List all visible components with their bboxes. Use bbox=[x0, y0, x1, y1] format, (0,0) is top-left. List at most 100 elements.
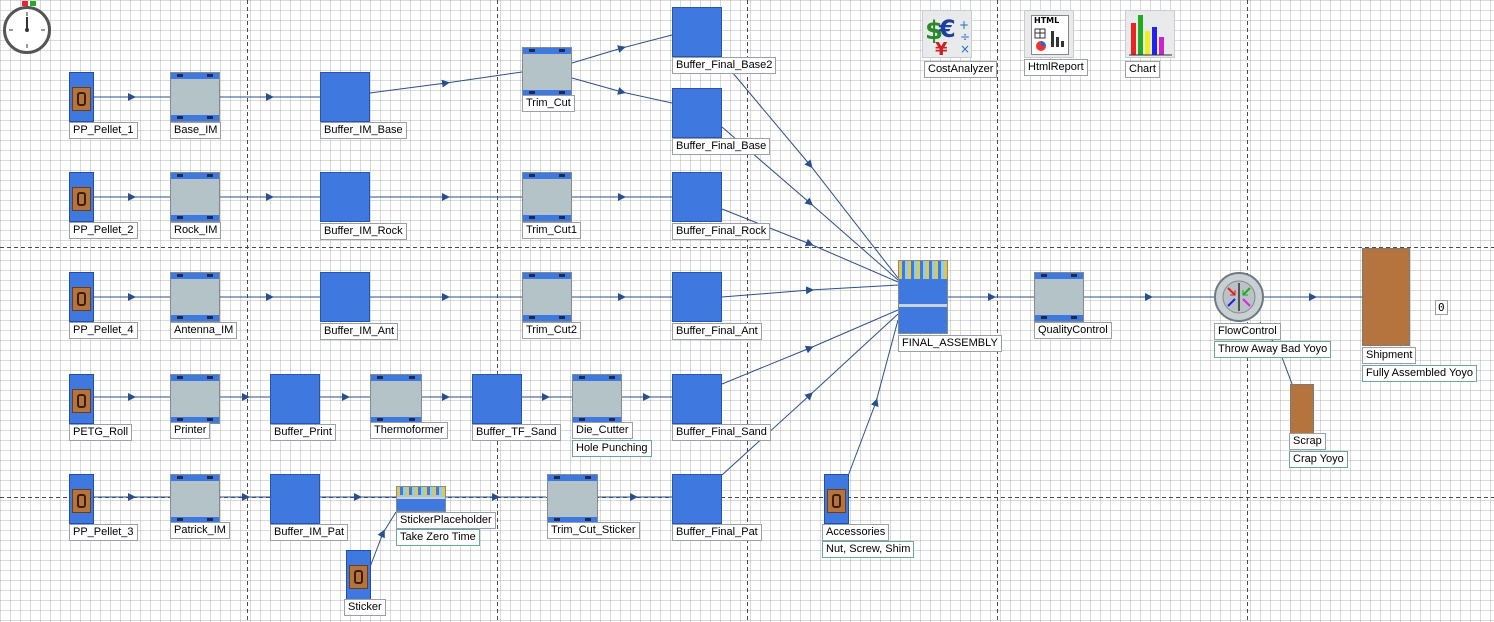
source-petg-roll[interactable] bbox=[69, 374, 94, 424]
processor-label: Trim_Cut bbox=[522, 95, 575, 112]
svg-text:+: + bbox=[959, 18, 969, 32]
svg-text:÷: ÷ bbox=[960, 30, 970, 44]
processor-label: Trim_Cut_Sticker bbox=[547, 522, 640, 539]
clock-face-icon bbox=[9, 12, 45, 48]
source-label: Accessories bbox=[822, 524, 890, 541]
sink-label: Shipment bbox=[1362, 347, 1417, 364]
queue-label: Buffer_Print bbox=[270, 424, 336, 441]
combiner-description: Take Zero Time bbox=[396, 529, 480, 546]
processor-label: Patrick_IM bbox=[170, 522, 230, 539]
processor-label: Printer bbox=[170, 422, 211, 439]
crate-icon bbox=[72, 389, 91, 413]
combiner-label: FINAL_ASSEMBLY bbox=[898, 335, 1002, 352]
source-label: PP_Pellet_4 bbox=[69, 322, 138, 339]
svg-text:€: € bbox=[938, 15, 956, 43]
clock-run-indicator-icon bbox=[22, 1, 28, 6]
processor-base-im[interactable] bbox=[170, 72, 220, 122]
source-sticker[interactable] bbox=[346, 550, 371, 600]
processor-rock-im[interactable] bbox=[170, 172, 220, 222]
source-label: PP_Pellet_1 bbox=[69, 122, 138, 139]
queue-buffer-final-rock[interactable] bbox=[672, 172, 722, 222]
queue-label: Buffer_IM_Rock bbox=[320, 223, 407, 240]
report-chart-icon bbox=[1034, 28, 1064, 51]
sink-shipment[interactable] bbox=[1362, 248, 1410, 346]
processor-label: Trim_Cut2 bbox=[522, 322, 581, 339]
flow-control-node[interactable] bbox=[1214, 272, 1264, 322]
processor-trim-cut-sticker[interactable] bbox=[547, 474, 598, 524]
chart-tool[interactable] bbox=[1125, 10, 1175, 58]
processor-trim-cut1[interactable] bbox=[522, 172, 572, 222]
svg-text:×: × bbox=[960, 42, 970, 56]
queue-label: Buffer_IM_Ant bbox=[320, 323, 399, 340]
source-pp-pellet-4[interactable] bbox=[69, 272, 94, 322]
queue-buffer-final-base2[interactable] bbox=[672, 7, 722, 57]
cost-analyzer-tool[interactable]: $ € ¥ + ÷ × bbox=[922, 10, 972, 60]
processor-quality-control[interactable] bbox=[1034, 272, 1084, 322]
source-label: Sticker bbox=[344, 599, 386, 616]
sink-scrap[interactable] bbox=[1290, 384, 1314, 434]
combiner-final-assembly[interactable] bbox=[898, 260, 948, 334]
processor-patrick-im[interactable] bbox=[170, 474, 220, 524]
source-accessories[interactable] bbox=[824, 474, 849, 524]
crate-icon bbox=[827, 489, 846, 513]
source-pp-pellet-3[interactable] bbox=[69, 474, 94, 524]
processor-label: Base_IM bbox=[170, 122, 222, 139]
processor-printer[interactable] bbox=[170, 374, 220, 424]
processor-die-cutter[interactable] bbox=[572, 374, 622, 424]
processor-label: Rock_IM bbox=[170, 222, 222, 239]
processor-label: Antenna_IM bbox=[170, 322, 238, 339]
sink-label: Scrap bbox=[1289, 433, 1326, 450]
queue-label: Buffer_IM_Pat bbox=[270, 524, 349, 541]
queue-buffer-tf-sand[interactable] bbox=[472, 374, 522, 424]
queue-label: Buffer_Final_Base bbox=[672, 138, 771, 155]
queue-buffer-final-ant[interactable] bbox=[672, 272, 722, 322]
processor-label: Thermoformer bbox=[370, 422, 448, 439]
html-icon-text: HTML bbox=[1034, 16, 1060, 25]
queue-buffer-im-rock[interactable] bbox=[320, 172, 370, 222]
queue-label: Buffer_Final_Ant bbox=[672, 323, 762, 340]
chart-label: Chart bbox=[1125, 61, 1160, 78]
crate-icon bbox=[72, 187, 91, 211]
processor-thermoformer[interactable] bbox=[370, 374, 422, 424]
crate-icon bbox=[72, 489, 91, 513]
queue-buffer-im-pat[interactable] bbox=[270, 474, 320, 524]
simulation-clock-icon[interactable] bbox=[3, 1, 51, 54]
flow-control-description: Throw Away Bad Yoyo bbox=[1214, 341, 1332, 358]
processor-label: Die_Cutter bbox=[572, 422, 633, 439]
processor-label: Trim_Cut1 bbox=[522, 222, 581, 239]
combiner-sticker-placeholder[interactable] bbox=[396, 486, 446, 512]
source-label: PETG_Roll bbox=[69, 424, 133, 441]
queue-buffer-print[interactable] bbox=[270, 374, 320, 424]
source-label: PP_Pellet_2 bbox=[69, 222, 138, 239]
html-report-tool[interactable]: HTML bbox=[1024, 10, 1074, 58]
queue-buffer-im-base[interactable] bbox=[320, 72, 370, 122]
source-description: Nut, Screw, Shim bbox=[822, 541, 915, 558]
queue-buffer-final-pat[interactable] bbox=[672, 474, 722, 524]
sink-description: Crap Yoyo bbox=[1289, 451, 1348, 468]
queue-label: Buffer_TF_Sand bbox=[472, 424, 561, 441]
processor-trim-cut2[interactable] bbox=[522, 272, 572, 322]
queue-label: Buffer_IM_Base bbox=[320, 122, 407, 139]
queue-label: Buffer_Final_Pat bbox=[672, 524, 762, 541]
crate-icon bbox=[72, 287, 91, 311]
svg-text:¥: ¥ bbox=[935, 39, 948, 57]
queue-buffer-final-sand[interactable] bbox=[672, 374, 722, 424]
source-label: PP_Pellet_3 bbox=[69, 524, 138, 541]
processor-antenna-im[interactable] bbox=[170, 272, 220, 322]
queue-label: Buffer_Final_Base2 bbox=[672, 57, 777, 74]
crate-icon bbox=[72, 87, 91, 111]
source-pp-pellet-1[interactable] bbox=[69, 72, 94, 122]
report-document-icon: HTML bbox=[1031, 15, 1069, 55]
html-report-label: HtmlReport bbox=[1024, 59, 1088, 76]
processor-label: QualityControl bbox=[1034, 322, 1112, 339]
queue-buffer-final-base[interactable] bbox=[672, 88, 722, 138]
source-pp-pellet-2[interactable] bbox=[69, 172, 94, 222]
processor-trim-cut[interactable] bbox=[522, 47, 572, 97]
combiner-label: StickerPlaceholder bbox=[396, 512, 496, 529]
queue-label: Buffer_Final_Sand bbox=[672, 424, 771, 441]
queue-buffer-im-ant[interactable] bbox=[320, 272, 370, 322]
queue-label: Buffer_Final_Rock bbox=[672, 223, 771, 240]
flow-control-label: FlowControl bbox=[1214, 323, 1281, 340]
clock-step-indicator-icon bbox=[30, 1, 36, 6]
svg-text:$: $ bbox=[925, 16, 943, 46]
